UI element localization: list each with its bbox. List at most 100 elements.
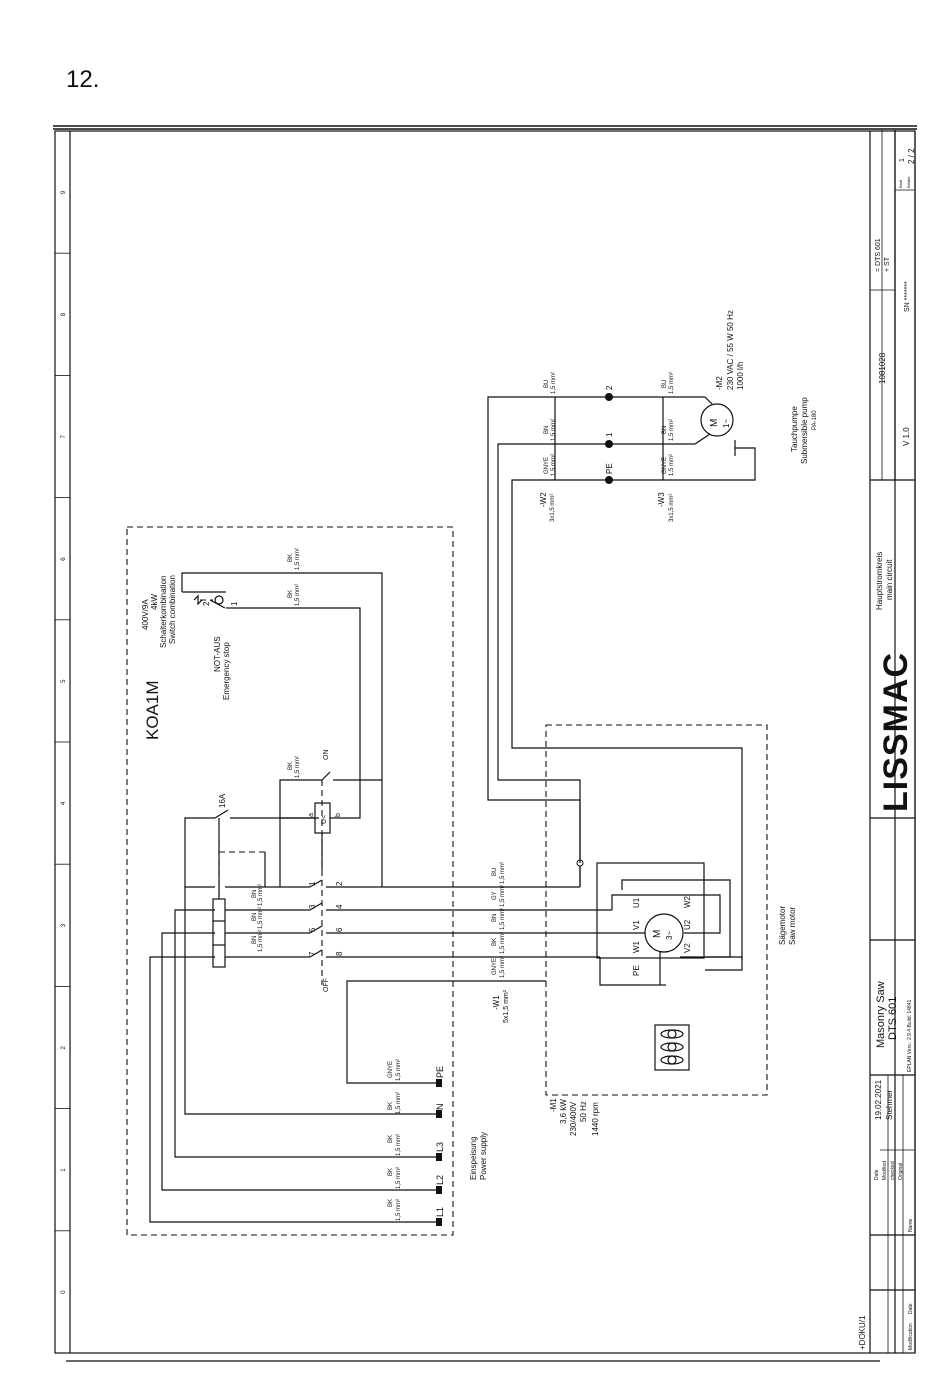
- w3-gnye: GNYE: [662, 457, 668, 474]
- column-number: 4: [61, 801, 67, 805]
- supply-n-color: BK: [388, 1102, 394, 1110]
- m1-v2: V2: [683, 943, 692, 953]
- supply-pe-mm: 1,5 mm²: [396, 1059, 402, 1081]
- m1-voltage: 230/400V: [569, 1101, 578, 1136]
- m2-spec2: 1000 l/h: [736, 362, 745, 390]
- m1-symbol: M: [652, 930, 663, 938]
- w1-gnye: GNYE: [492, 958, 498, 975]
- m1-en: Saw motor: [788, 906, 797, 945]
- date-value: 19.02.2021: [874, 1079, 883, 1120]
- contact-3: 3: [308, 904, 317, 909]
- modification-label: Modification: [908, 1323, 914, 1350]
- saw-motor-symbol: [596, 862, 743, 1071]
- w1-gnye-mm: 1,5 mm²: [500, 956, 506, 978]
- ctrl-3-color: BK: [288, 762, 294, 770]
- saw-motor-enclosure: [545, 724, 768, 1096]
- koa-enclosure: [126, 526, 454, 1236]
- name-label: Name: [908, 1218, 914, 1232]
- column-number: 7: [61, 435, 67, 439]
- w1-gy-mm: 1,5 mm²: [500, 885, 506, 907]
- m1-rpm: 1440 rpm: [591, 1102, 600, 1136]
- st-id: + ST: [884, 256, 891, 272]
- terminal-l1: L1: [435, 1207, 445, 1217]
- w3-bn: BN: [662, 426, 668, 434]
- supply-l2-color: BK: [388, 1168, 394, 1176]
- w1-bn: BN: [492, 914, 498, 922]
- brand-logo: LISSMAC: [877, 652, 915, 812]
- w3-id: -W3: [657, 492, 666, 507]
- column-number: 2: [61, 1046, 67, 1050]
- switch-off: OFF: [323, 978, 330, 992]
- date2-label: Date: [908, 1303, 914, 1314]
- m2-model: PA-180: [812, 410, 818, 430]
- w2-bn: BN: [544, 426, 550, 434]
- location: +DOKU/1: [858, 1315, 867, 1350]
- w2-spec: 3x1,5 mm²: [550, 494, 556, 522]
- m2-symbol: M: [709, 419, 720, 427]
- version: V 1.0: [902, 427, 911, 446]
- sheets-label: Blätter: [906, 176, 911, 188]
- dts-id: = DTS 601: [875, 238, 882, 272]
- contact-7: 7: [308, 951, 317, 956]
- m2-de: Tauchpumpe: [790, 406, 799, 452]
- model: DTS 601: [887, 997, 899, 1040]
- column-number: 5: [61, 679, 67, 683]
- supply-l1-color: BK: [388, 1199, 394, 1207]
- supply-l2-mm: 1,5 mm²: [396, 1167, 402, 1189]
- ctrl-1-color: BK: [288, 554, 294, 562]
- w2-gnye-mm: 1,5 mm²: [551, 454, 557, 476]
- contact-4: 4: [335, 904, 344, 909]
- checked-label: checked: [890, 1161, 896, 1180]
- ctrl-2-mm: 1,5 mm²: [295, 584, 301, 606]
- coil-b: b: [335, 813, 342, 817]
- ctrl-3-mm: 1,5 mm²: [295, 756, 301, 778]
- supply-en: Power supply: [479, 1132, 488, 1180]
- koa-power: 4kW: [150, 594, 159, 610]
- w3-spec: 3x1,5 mm²: [669, 494, 675, 522]
- column-number: 1: [61, 1168, 67, 1172]
- w1-spec: 5x1,5 mm²: [503, 989, 510, 1023]
- estop-en: Emergency stop: [222, 642, 231, 700]
- m2-spec1: 230 VAC / 55 W 50 Hz: [726, 310, 735, 390]
- bn-3-color: BN: [252, 936, 258, 944]
- w2-bu: BU: [544, 380, 550, 388]
- m1-de: Sägemotor: [778, 906, 787, 945]
- w2-bu-mm: 1,5 mm²: [551, 372, 557, 394]
- sheet-value: 1: [899, 158, 906, 162]
- terminal-l2: L2: [435, 1175, 445, 1185]
- w3-bu-mm: 1,5 mm²: [669, 372, 675, 394]
- contact-6: 6: [335, 927, 344, 932]
- supply-l1-mm: 1,5 mm²: [396, 1199, 402, 1221]
- title-block-lines: [870, 130, 915, 1353]
- pump-term-1: 1: [605, 432, 614, 437]
- m1-pe: PE: [632, 965, 641, 976]
- bn-1-color: BN: [252, 890, 258, 898]
- w1-gy: GY: [492, 891, 498, 900]
- w1-bk: BK: [492, 938, 498, 946]
- contact-5: 5: [308, 927, 317, 932]
- w3-bn-mm: 1,5 mm²: [669, 419, 675, 441]
- w2-bn-mm: 1,5 mm²: [551, 419, 557, 441]
- w1-bn-mm: 1,5 mm²: [500, 908, 506, 930]
- estop-de: NOT-AUS: [213, 636, 222, 672]
- koa-desc-de: Schalterkombination: [159, 576, 168, 648]
- product: Masonry Saw: [875, 981, 887, 1048]
- estop-no-2: 2: [202, 601, 211, 606]
- supply-l3-mm: 1,5 mm²: [396, 1134, 402, 1156]
- sheets-value: 2 / 2: [907, 148, 916, 164]
- main-contactor: [181, 572, 612, 985]
- m1-w1: W1: [632, 940, 641, 953]
- emergency-stop: [182, 591, 232, 609]
- koa-name: KOA1M: [143, 680, 162, 740]
- w1-bk-mm: 1,5 mm²: [500, 932, 506, 954]
- contact-8: 8: [335, 951, 344, 956]
- w1-id: -W1: [492, 995, 501, 1010]
- w1-bu: BU: [492, 868, 498, 876]
- m1-freq: 50 Hz: [579, 1101, 588, 1122]
- m2-en: Submersible pump: [800, 397, 809, 464]
- switch-on: ON: [323, 750, 330, 761]
- koa-desc-en: Switch combination: [168, 575, 177, 644]
- terminal-l3: L3: [435, 1142, 445, 1152]
